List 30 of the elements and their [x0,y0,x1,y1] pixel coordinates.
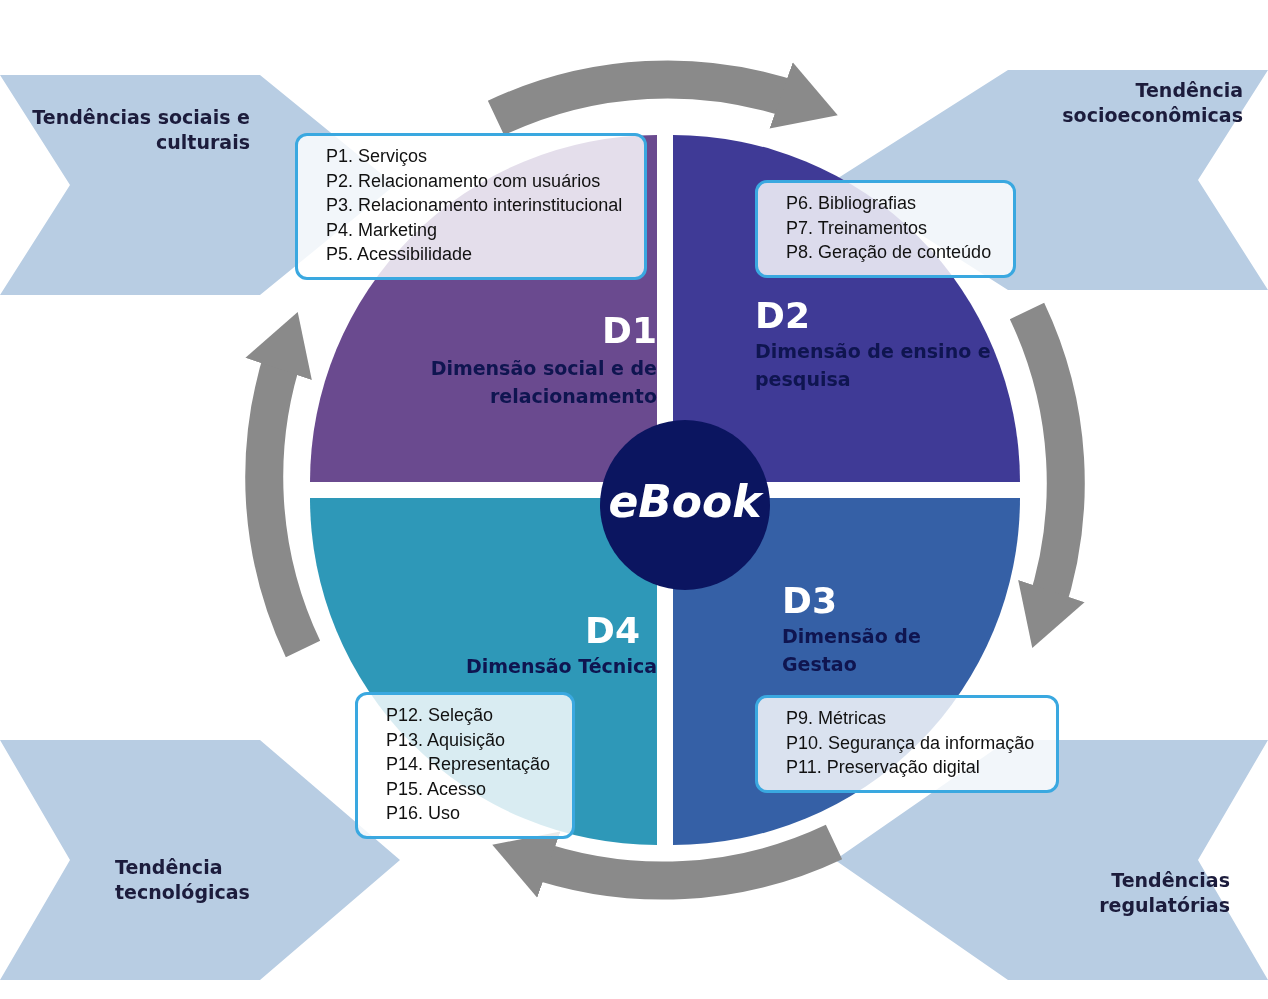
list-item: P10. Segurança da informação [786,731,1035,755]
list-item: P13. Aquisição [386,728,507,752]
dimension-number: D2 [755,295,810,336]
center-label: eBook [607,476,765,527]
dimension-title: Dimensão Técnica [465,654,657,679]
trend-label: Tendência tecnológicas [115,855,251,905]
trend-label: Tendências sociais e culturais [31,105,250,155]
list-item: P3. Relacionamento interinstitucional [326,194,623,217]
list-item: P16. Uso [386,802,462,825]
list-item: P9. Métricas [786,707,888,730]
list-item: P6. Bibliografias [786,192,918,215]
dimension-number: D1 [602,310,657,351]
trend-label: Tendências regulatórias [1098,868,1230,918]
list-item: P12. Seleção [386,704,495,727]
dimension-number: D4 [585,610,640,651]
list-item: P1. Serviços [326,145,429,168]
list-item: P2. Relacionamento com usuários [326,169,602,193]
list-item: P14. Representação [386,753,551,776]
list-item: P5. Acessibilidade [326,243,474,266]
list-box [755,695,1060,793]
list-item: P11. Preservação digital [786,756,981,779]
trend-label: Tendência socioeconômicas [1061,78,1243,128]
dimension-title: Dimensão social e de relacionamento [429,356,657,409]
list-item: P8. Geração de conteúdo [786,241,992,264]
dimension-title: Dimensão de Gestao [782,624,922,677]
list-item: P15. Acesso [386,777,488,801]
list-item: P4. Marketing [326,218,439,242]
dimension-number: D3 [782,580,837,621]
list-item: P7. Treinamentos [786,216,929,240]
dimension-title: Dimensão de ensino e pesquisa [755,339,992,392]
